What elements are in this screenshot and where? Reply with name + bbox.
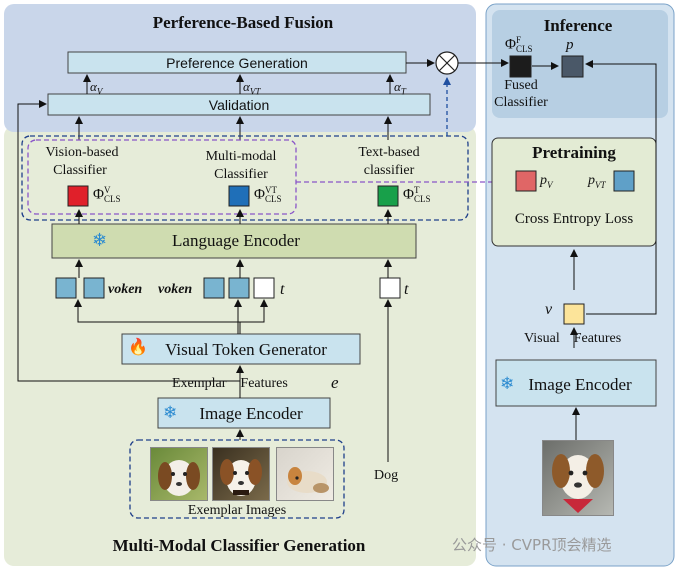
multimodal-classifier-square (228, 185, 250, 207)
alpha-t-label: αT (394, 79, 406, 97)
p-square (561, 55, 584, 78)
v-square (563, 303, 585, 325)
visual-features-label: Visual Features (524, 331, 622, 346)
t-label-1: t (280, 281, 285, 298)
generation-title: Multi-Modal Classifier Generation (112, 536, 366, 555)
exemplar-features-label: Exemplar Features (172, 376, 288, 391)
pv-label: pV (540, 173, 553, 190)
v-label: v (545, 301, 553, 318)
exemplar-image-3 (276, 447, 334, 501)
token-5 (253, 277, 275, 299)
token-2 (83, 277, 105, 299)
pvt-square (613, 170, 635, 192)
vision-classifier-square (67, 185, 89, 207)
inference-title: Inference (543, 16, 613, 35)
pretraining-title: Pretraining (532, 143, 616, 162)
language-encoder-box (51, 223, 417, 259)
exemplar-images-label: Exemplar Images (187, 503, 287, 518)
validation-label: Validation (208, 97, 270, 113)
multimodal-classifier-label-2: Classifier (214, 167, 268, 182)
voken-label-1: voken (108, 282, 143, 297)
query-image (542, 440, 614, 516)
pvt-label: pVT (588, 173, 606, 190)
fused-classifier-square (509, 55, 532, 78)
vision-classifier-label-1: Vision-based (45, 145, 119, 160)
exemplar-image-2 (212, 447, 270, 501)
exemplar-images-group (129, 439, 345, 519)
vision-multimodal-dashed (27, 139, 297, 215)
snowflake-icon: ❄ (163, 403, 178, 422)
text-classifier-square (377, 185, 399, 207)
token-1 (55, 277, 77, 299)
token-4 (228, 277, 250, 299)
text-classifier-label-2: classifier (363, 163, 415, 178)
p-label: p (566, 37, 574, 53)
exemplar-image-1 (150, 447, 208, 501)
validation-box (47, 93, 431, 116)
visual-token-generator-label: Visual Token Generator (165, 340, 327, 359)
watermark-text: 公众号 · CVPR顶会精选 (452, 536, 612, 554)
vision-classifier-label-2: Classifier (53, 163, 107, 178)
visual-token-generator-box (121, 333, 361, 365)
multimodal-classifier-label-1: Multi-modal (205, 149, 277, 164)
image-encoder-right-label: Image Encoder (528, 375, 632, 394)
all-classifiers-dashed (21, 135, 469, 221)
pv-square (515, 170, 537, 192)
preference-generation-label: Preference Generation (166, 55, 308, 71)
voken-label-2: voken (158, 282, 193, 297)
token-6 (379, 277, 401, 299)
text-classifier-label-1: Text-based (358, 145, 420, 160)
snowflake-icon: ❄ (92, 230, 108, 250)
alpha-v-label: αV (90, 79, 103, 97)
e-label: e (331, 373, 339, 392)
fusion-title: Perference-Based Fusion (152, 13, 334, 32)
alpha-vt-label: αVT (243, 79, 261, 97)
cross-entropy-loss-label: Cross Entropy Loss (514, 211, 634, 227)
fused-classifier-label-2: Classifier (494, 95, 548, 110)
fire-icon: 🔥 (128, 339, 148, 356)
snowflake-icon: ❄ (500, 374, 515, 393)
t-label-2: t (404, 281, 409, 298)
dog-label: Dog (374, 468, 399, 483)
fused-classifier-label-1: Fused (504, 78, 538, 93)
image-encoder-right-box (495, 359, 657, 407)
image-encoder-left-box (157, 397, 331, 429)
image-encoder-left-label: Image Encoder (199, 404, 303, 423)
token-3 (203, 277, 225, 299)
language-encoder-label: Language Encoder (172, 231, 300, 250)
